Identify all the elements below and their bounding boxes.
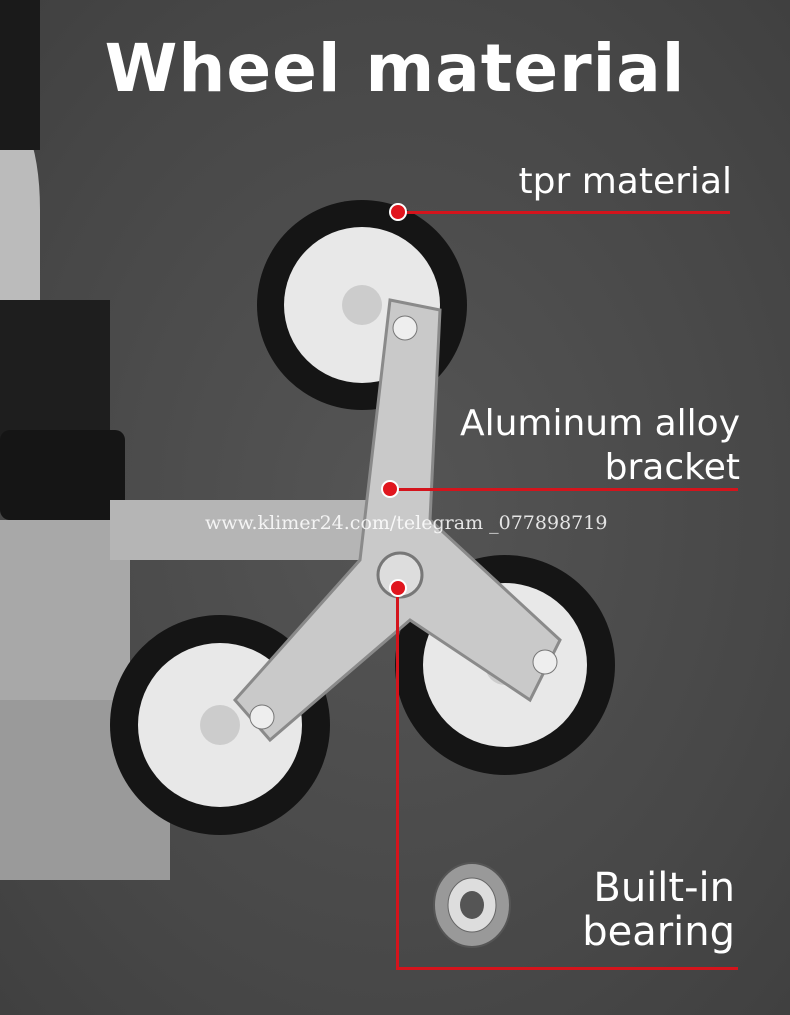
- callout-bearing-line: [396, 967, 738, 970]
- callout-bracket-line2: bracket: [604, 447, 740, 488]
- callout-bracket-line1: Aluminum alloy: [459, 403, 740, 444]
- callout-bearing-label: Built-in bearing: [582, 866, 735, 954]
- callout-bearing-line1: Built-in: [593, 865, 735, 911]
- watermark: www.klimer24.com/telegram _077898719: [205, 512, 608, 534]
- callout-bearing-dot: [389, 579, 407, 597]
- callout-tpr-line: [398, 211, 730, 214]
- callout-bracket-line: [390, 488, 738, 491]
- frame-joint: [0, 300, 110, 450]
- page-title: Wheel material: [104, 30, 686, 107]
- aluminum-bracket: [232, 298, 562, 743]
- callout-bearing-vline: [396, 588, 399, 970]
- callout-bracket-dot: [381, 480, 399, 498]
- handle-grip: [0, 0, 40, 150]
- callout-bracket-label: Aluminum alloy bracket: [460, 402, 740, 490]
- callout-bearing-line2: bearing: [582, 909, 735, 955]
- callout-tpr-dot: [389, 203, 407, 221]
- callout-tpr-label: tpr material: [518, 161, 732, 202]
- frame-post: [0, 520, 130, 700]
- bearing-icon: [433, 862, 511, 948]
